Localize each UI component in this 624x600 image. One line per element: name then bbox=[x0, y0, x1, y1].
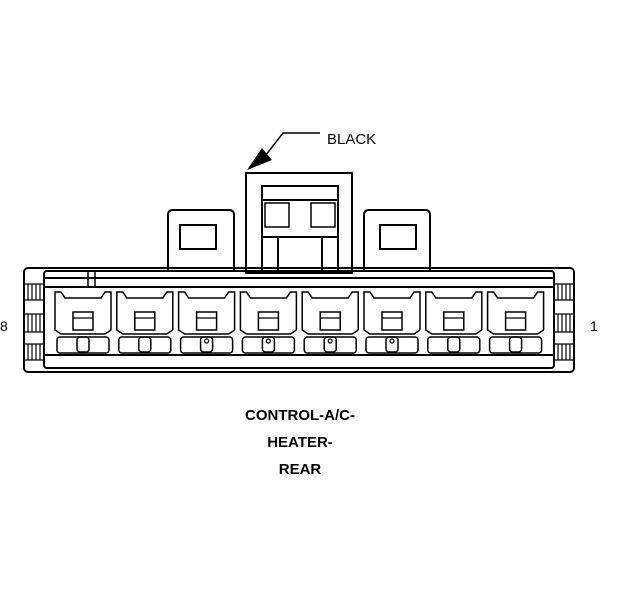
connector-name-line-1: CONTROL-A/C- bbox=[245, 407, 355, 424]
pin-number-right: 1 bbox=[590, 318, 598, 334]
connector-body bbox=[23, 267, 575, 373]
connector-lock-tower bbox=[245, 172, 353, 274]
connector-cavity bbox=[486, 291, 545, 354]
pin-number-left: 8 bbox=[0, 318, 8, 334]
connector-cavity bbox=[425, 291, 483, 354]
connector-cavity bbox=[54, 291, 112, 354]
connector-left-ear bbox=[167, 209, 235, 270]
connector-right-ear bbox=[363, 209, 431, 270]
connector-cavity bbox=[239, 291, 298, 354]
connector-cavity bbox=[363, 291, 421, 354]
connector-cavity bbox=[177, 291, 236, 354]
connector-cavity bbox=[301, 291, 359, 354]
connector-cavities bbox=[54, 291, 545, 354]
connector-name-line-2: HEATER- bbox=[267, 434, 333, 451]
wire-color-leader bbox=[247, 132, 320, 170]
wire-color-label: BLACK bbox=[327, 131, 377, 148]
connector-name-line-3: REAR bbox=[278, 461, 322, 478]
connector-cavity bbox=[116, 291, 174, 354]
connector-grip-ribs bbox=[23, 283, 575, 361]
